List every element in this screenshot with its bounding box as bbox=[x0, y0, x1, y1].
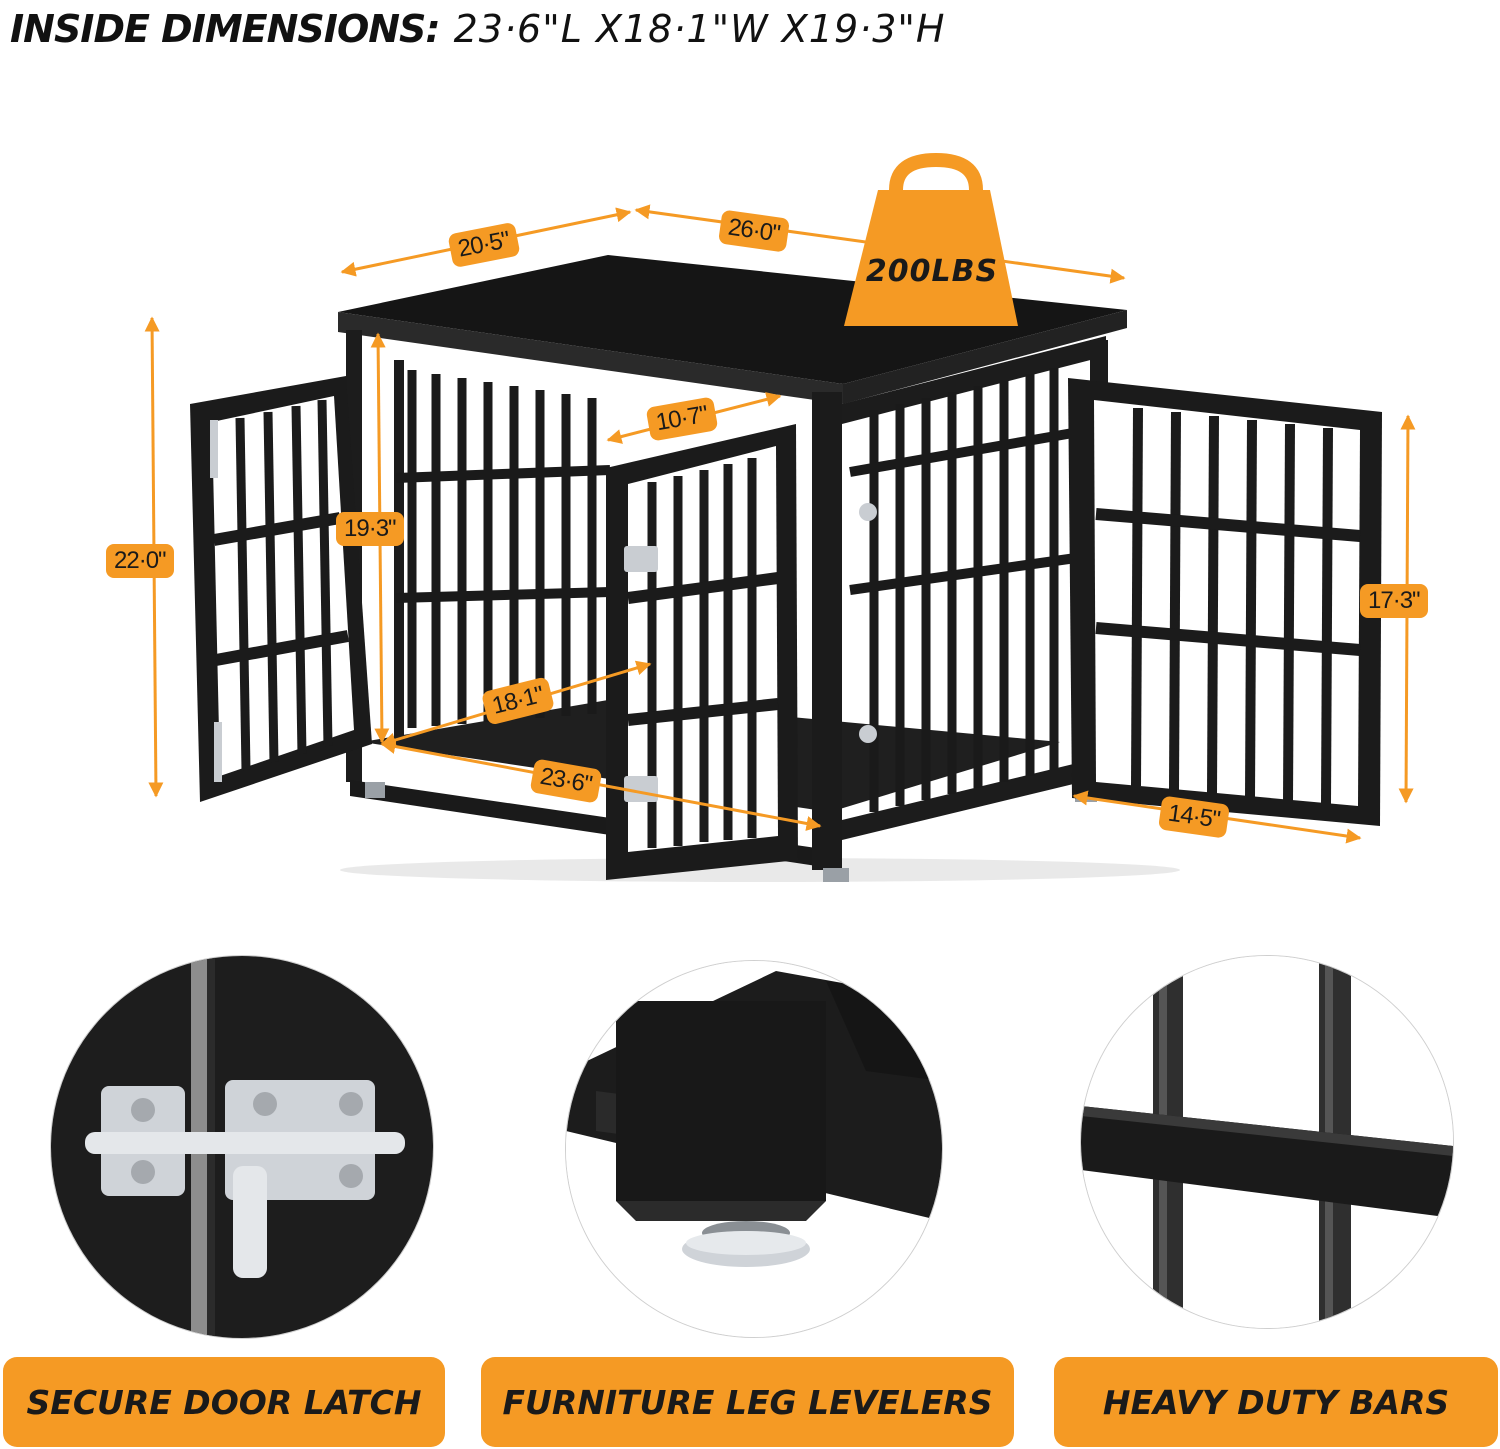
inside-dimensions-label: INSIDE DIMENSIONS: bbox=[10, 7, 441, 51]
inside-dimensions-value: 23·6"L X18·1"W X19·3"H bbox=[453, 7, 946, 51]
door-latch-icon bbox=[51, 956, 433, 1338]
door-latch-detail-image bbox=[50, 955, 434, 1339]
feature-label: HEAVY DUTY BARS bbox=[1102, 1382, 1450, 1422]
crate-illustration bbox=[144, 152, 1416, 882]
front-door bbox=[606, 424, 798, 880]
feature-heavy-duty-bars: HEAVY DUTY BARS bbox=[1054, 1357, 1498, 1447]
right-door bbox=[859, 378, 1382, 826]
feature-furniture-leg-levelers: FURNITURE LEG LEVELERS bbox=[481, 1357, 1014, 1447]
dimension-total-height: 22·0" bbox=[106, 544, 174, 578]
heavy-bars-icon bbox=[1081, 956, 1453, 1328]
heavy-bars-detail-image bbox=[1080, 955, 1454, 1329]
feature-secure-door-latch: SECURE DOOR LATCH bbox=[3, 1357, 445, 1447]
leg-leveler-detail-image bbox=[565, 960, 943, 1338]
dimension-side-door-height: 17·3" bbox=[1360, 584, 1428, 618]
left-door bbox=[190, 376, 372, 802]
dimension-inside-height: 19·3" bbox=[336, 512, 404, 546]
feature-label: FURNITURE LEG LEVELERS bbox=[502, 1382, 993, 1422]
feature-label: SECURE DOOR LATCH bbox=[26, 1382, 422, 1422]
leg-leveler-icon bbox=[566, 961, 942, 1337]
front-bars bbox=[395, 370, 611, 728]
side-bars bbox=[849, 368, 1091, 812]
weight-capacity-label: 200LBS bbox=[865, 254, 999, 289]
inside-dimensions-heading: INSIDE DIMENSIONS: 23·6"L X18·1"W X19·3"H bbox=[10, 4, 945, 54]
